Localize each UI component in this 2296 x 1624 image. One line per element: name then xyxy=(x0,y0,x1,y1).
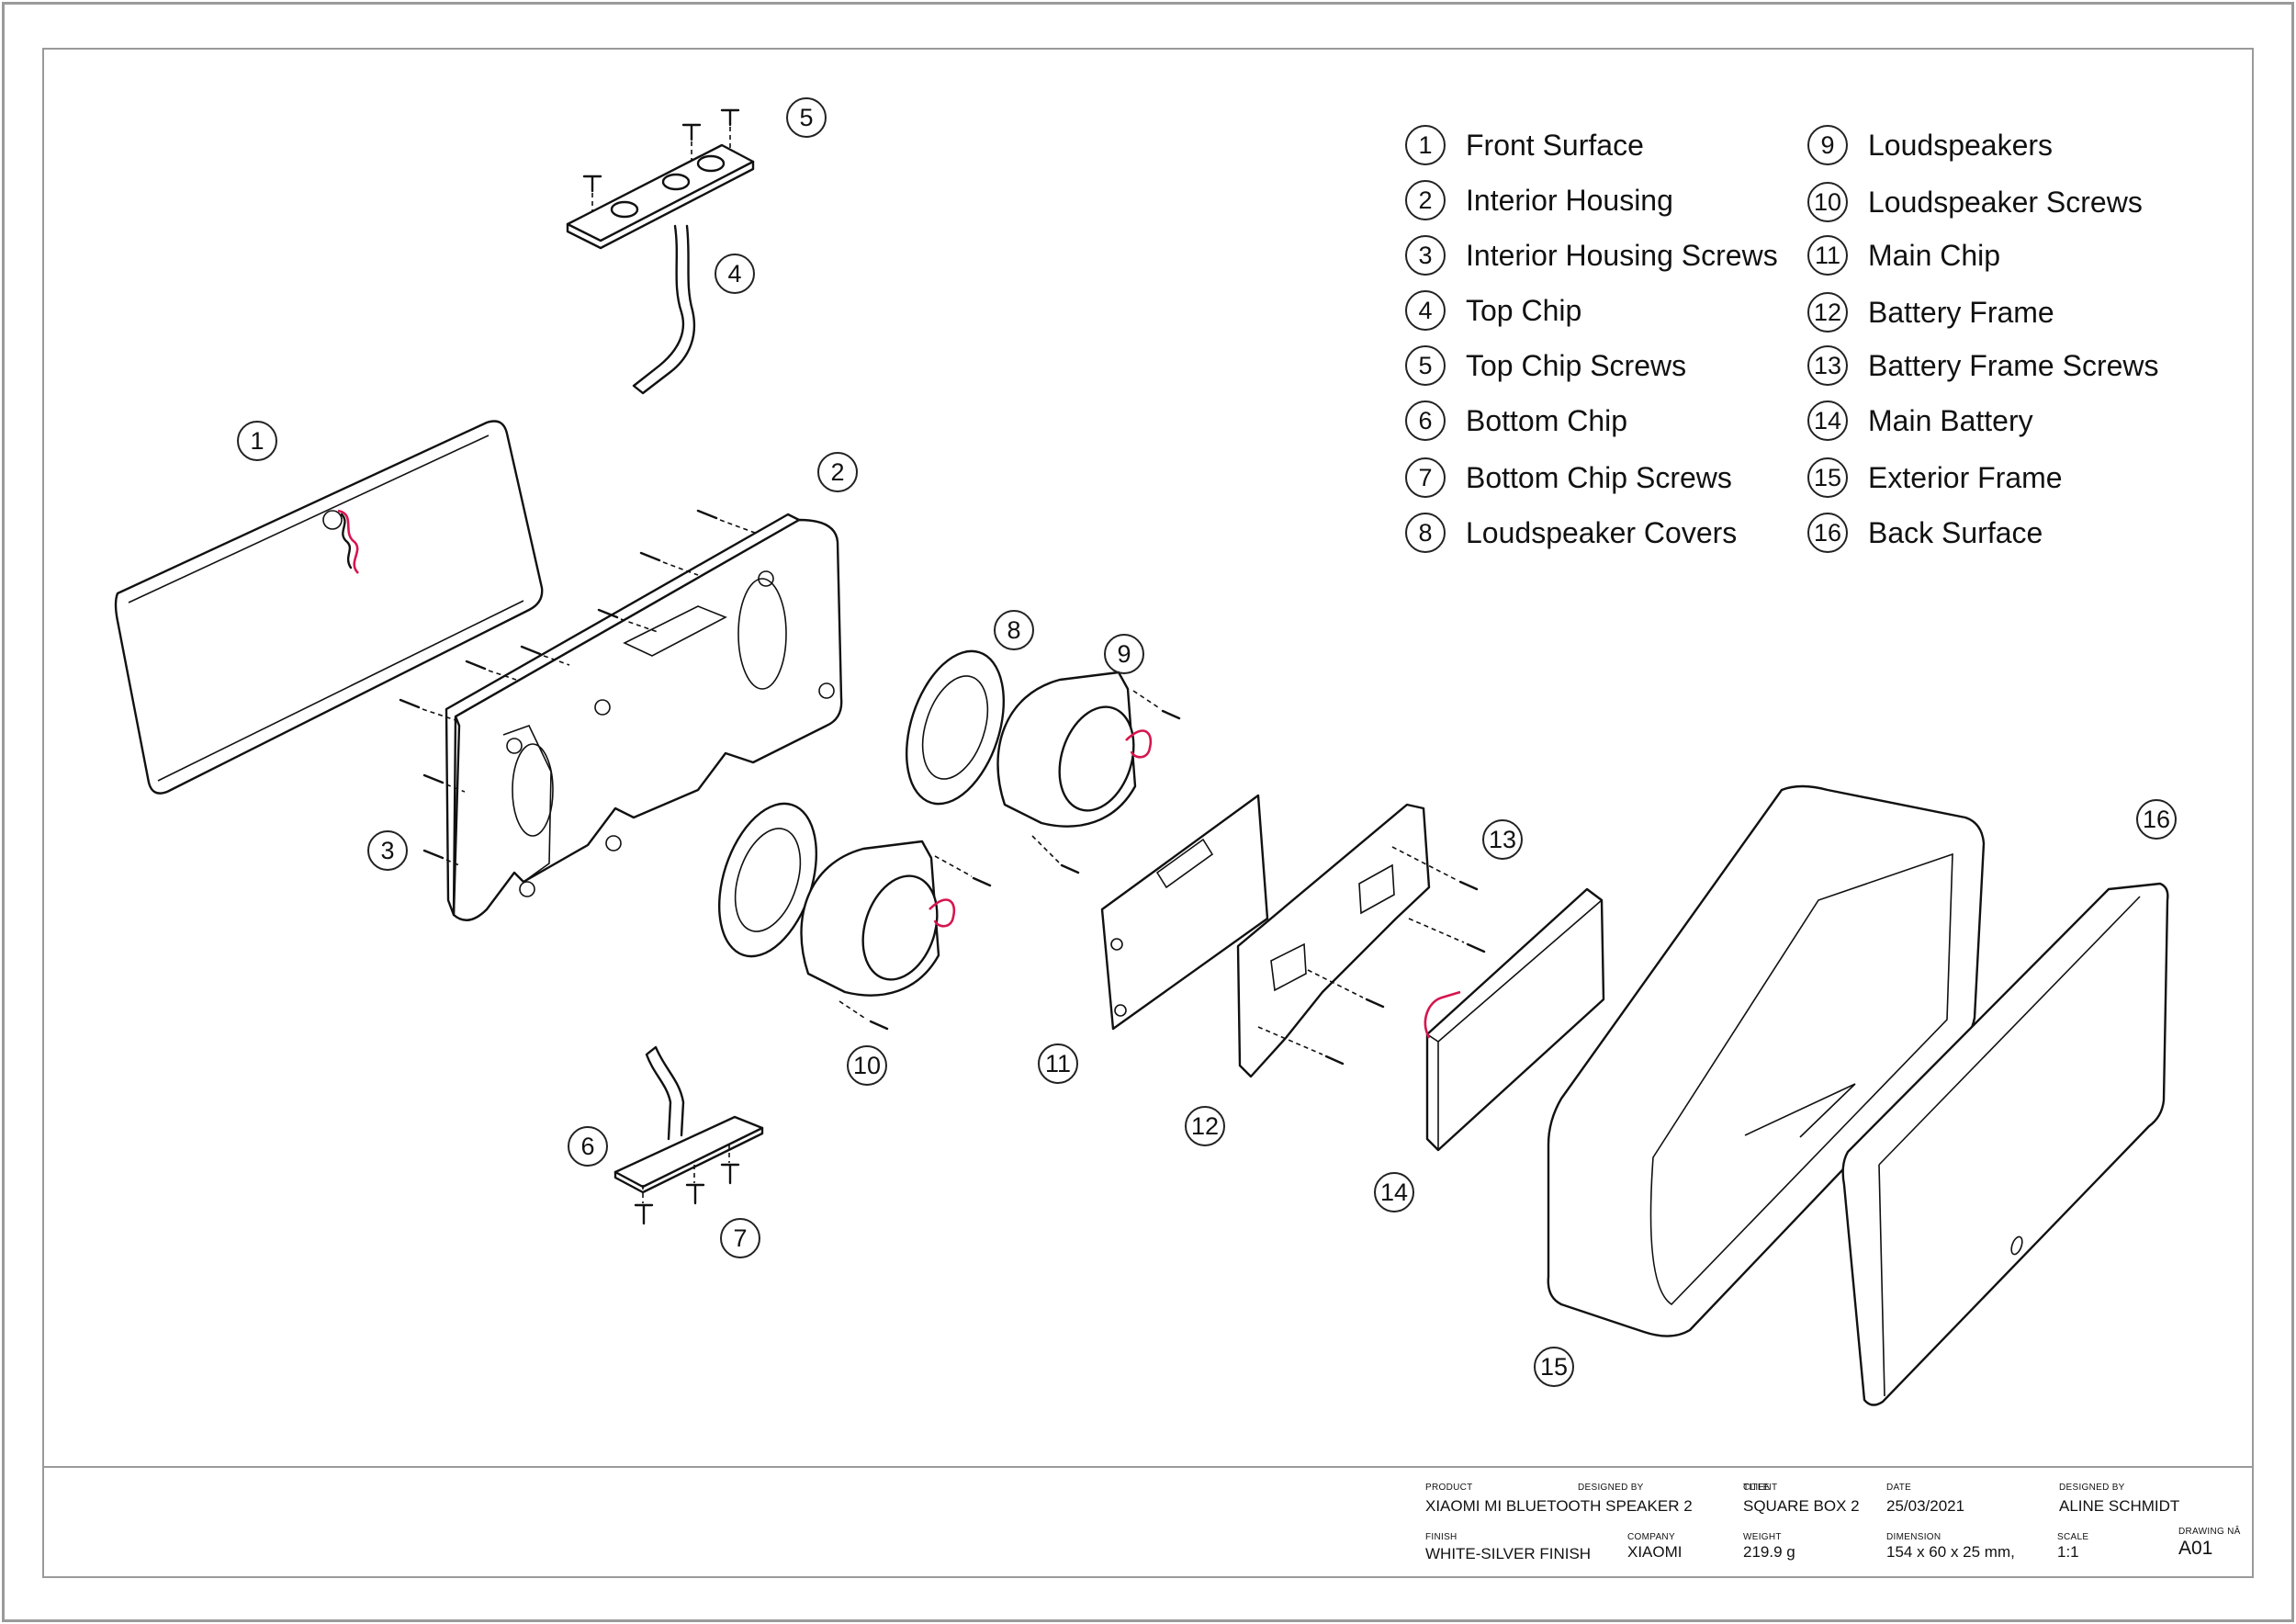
model-value: SQUARE BOX 2 xyxy=(1743,1497,1860,1515)
bottom-chip-screws xyxy=(634,1145,740,1225)
callout-14: 14 xyxy=(1374,1172,1414,1212)
dimension-value: 154 x 60 x 25 mm, xyxy=(1886,1543,2015,1561)
interior-housing-screws xyxy=(399,509,756,866)
client-label: CLIENT xyxy=(1743,1483,1778,1493)
designed-by-label: DESIGNED BY xyxy=(1578,1483,1644,1493)
date-value: 25/03/2021 xyxy=(1886,1497,1965,1515)
interior-housing xyxy=(445,513,843,921)
callout-13: 13 xyxy=(1482,819,1523,860)
battery-frame xyxy=(1236,803,1431,1078)
battery-frame-screws xyxy=(1257,846,1486,1066)
finish-value: WHITE-SILVER FINISH xyxy=(1425,1545,1592,1562)
designer-label: DESIGNED BY xyxy=(2059,1483,2125,1493)
weight-label: WEIGHT xyxy=(1743,1532,1782,1542)
callout-5: 5 xyxy=(786,97,827,138)
scale-value: 1:1 xyxy=(2057,1543,2079,1561)
weight-value: 219.9 g xyxy=(1743,1543,1795,1561)
product-label: PRODUCT xyxy=(1425,1483,1473,1493)
callout-9: 9 xyxy=(1104,634,1144,674)
date-label: DATE xyxy=(1886,1483,1912,1493)
callout-3: 3 xyxy=(367,830,408,871)
bottom-chip xyxy=(613,1045,764,1194)
front-surface xyxy=(114,420,544,795)
designer-value: ALINE SCHMIDT xyxy=(2059,1497,2180,1515)
callout-16: 16 xyxy=(2136,799,2177,840)
loudspeaker-covers xyxy=(717,649,1006,958)
main-battery xyxy=(1424,887,1605,1152)
top-chip xyxy=(566,143,755,395)
dimension-label: DIMENSION xyxy=(1886,1532,1941,1542)
title-label: TITLE xyxy=(1743,1483,1770,1493)
loudspeaker-screws xyxy=(838,690,1181,1031)
main-chip xyxy=(1100,794,1269,1031)
drawing-number-label: DRAWING NÂ xyxy=(2178,1527,2241,1537)
loudspeakers xyxy=(800,671,1153,997)
callout-12: 12 xyxy=(1185,1106,1225,1146)
company-label: COMPANY xyxy=(1627,1532,1675,1542)
callout-4: 4 xyxy=(715,254,755,294)
callout-11: 11 xyxy=(1038,1043,1078,1084)
scale-label: SCALE xyxy=(2057,1532,2089,1542)
callout-7: 7 xyxy=(720,1218,760,1258)
drawing-number-value: A01 xyxy=(2178,1538,2213,1559)
callout-15: 15 xyxy=(1534,1347,1574,1387)
callout-6: 6 xyxy=(568,1126,608,1167)
inner-border xyxy=(42,48,2254,1578)
finish-label: FINISH xyxy=(1425,1532,1458,1542)
title-block-divider xyxy=(42,1466,2254,1468)
product-value: XIAOMI MI BLUETOOTH SPEAKER 2 xyxy=(1425,1497,1693,1515)
callout-1: 1 xyxy=(237,421,277,461)
callout-10: 10 xyxy=(847,1045,887,1086)
callout-8: 8 xyxy=(994,610,1034,650)
exterior-frame xyxy=(1547,784,1986,1337)
callout-2: 2 xyxy=(817,452,858,492)
company-value: XIAOMI xyxy=(1627,1543,1683,1561)
back-surface xyxy=(1841,882,2169,1406)
top-chip-screws xyxy=(582,108,740,213)
